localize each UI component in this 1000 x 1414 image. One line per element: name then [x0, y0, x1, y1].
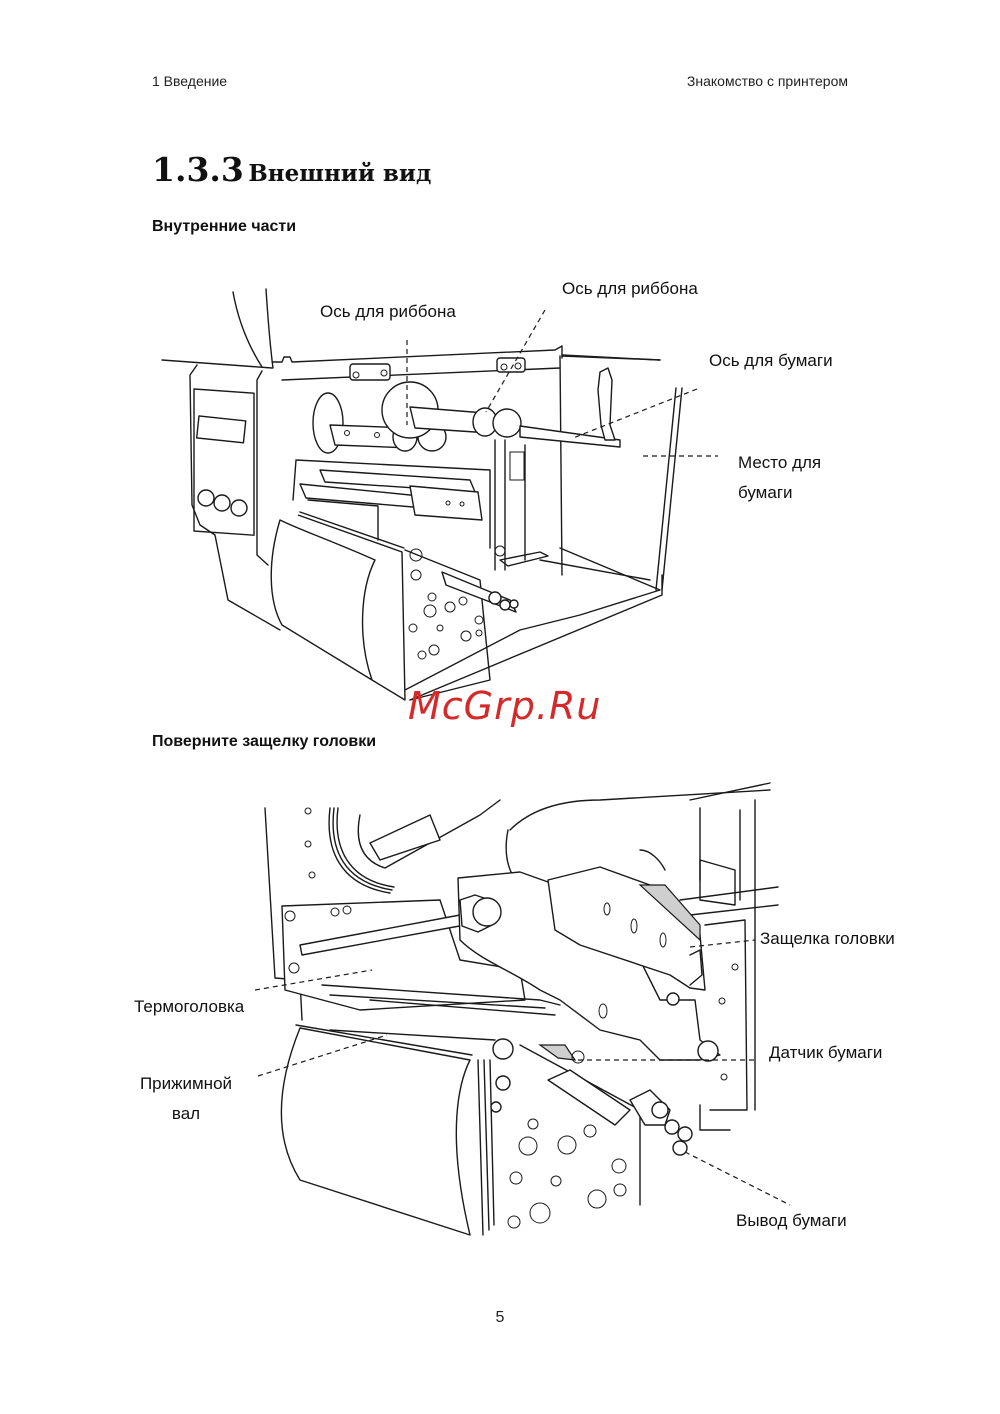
label-platen-line2: вал: [171, 1104, 201, 1123]
panel-button-1: [197, 489, 215, 507]
paper-sensor: [538, 1044, 577, 1061]
lid-edge-right: [265, 288, 274, 369]
paper-guide: [597, 367, 616, 441]
watermark: McGrp.Ru: [408, 684, 602, 728]
leader-paper-output: [684, 1151, 791, 1206]
figure1-subtitle: Внутренние части: [152, 218, 297, 235]
lid-edge-left: [232, 291, 263, 368]
label-ribbon-axis-left: Ось для риббона: [320, 302, 456, 321]
front-cover: [280, 1027, 471, 1236]
page-number: 5: [495, 1309, 505, 1326]
leader-paper-axis: [572, 388, 698, 439]
label-paper-axis: Ось для бумаги: [709, 351, 833, 370]
label-platen-line1: Прижимной: [139, 1074, 233, 1093]
panel-button-3: [230, 499, 248, 517]
page-title: 1.3.3 Внешний вид: [152, 150, 431, 189]
platen-roller-end: [492, 1038, 514, 1060]
paper-output-knob: [664, 1119, 680, 1135]
head-frame: [281, 899, 526, 1011]
lcd-display: [196, 415, 247, 444]
lever-bolt: [697, 1040, 719, 1062]
sensor-holder: [547, 1069, 631, 1126]
section-title: Внешний вид: [248, 160, 432, 187]
paper-axis-rod: [519, 425, 621, 448]
figure1-printer-interior: [161, 288, 718, 701]
figure2-subtitle: Поверните защелку головки: [152, 733, 377, 750]
leader-ribbon-axis-right: [485, 309, 546, 413]
head-latch: [547, 866, 706, 991]
label-ribbon-axis-right: Ось для риббона: [562, 279, 698, 298]
header-chapter: 1 Введение: [152, 73, 228, 89]
label-paper-sensor: Датчик бумаги: [769, 1043, 883, 1062]
front-cover: [270, 514, 406, 701]
leader-thermal-head: [254, 969, 373, 991]
side-plate: [404, 549, 491, 701]
label-paper-place-line2: бумаги: [738, 483, 793, 502]
control-panel: [193, 388, 255, 536]
bracket-left: [349, 363, 391, 381]
header-section: Знакомство с принтером: [686, 73, 848, 89]
head-latch-drawing: [254, 782, 791, 1236]
control-panel-housing: [189, 364, 281, 631]
label-paper-place-line1: Место для: [738, 453, 822, 472]
leader-platen: [257, 1034, 388, 1077]
label-paper-output: Вывод бумаги: [736, 1211, 847, 1230]
ribbon-spindle-latch: [369, 814, 441, 861]
label-thermal-head: Термоголовка: [134, 997, 245, 1016]
printer-interior-drawing: [161, 288, 718, 701]
figure2-head-latch: [0, 780, 1000, 1260]
leader-head-latch: [689, 939, 756, 948]
label-head-latch: Защелка головки: [760, 929, 895, 948]
panel-button-2: [213, 494, 231, 512]
section-number: 1.3.3: [152, 150, 244, 189]
